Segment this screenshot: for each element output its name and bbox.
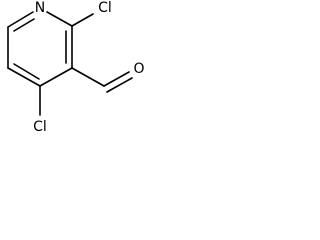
bond-n1-c2 <box>46 11 73 27</box>
atom-label-chlorine-2: Cl <box>98 0 112 16</box>
atom-label-nitrogen: N <box>35 0 45 16</box>
bond-carbonyl-second <box>106 77 133 93</box>
bond-c4-c5-inner <box>13 63 40 80</box>
bond-c3-c4 <box>39 67 73 87</box>
bond-c6-n1-inner <box>13 18 35 32</box>
bond-c6-n1 <box>7 11 34 28</box>
bond-c3-cho <box>71 67 105 87</box>
bond-c4-c5 <box>7 67 41 87</box>
bond-carbonyl <box>103 71 130 87</box>
chemical-structure-diagram: N Cl Cl O <box>7 0 145 135</box>
atom-label-oxygen: O <box>133 61 144 77</box>
atom-label-chlorine-4: Cl <box>33 119 47 135</box>
bond-c2-cl <box>71 13 94 27</box>
